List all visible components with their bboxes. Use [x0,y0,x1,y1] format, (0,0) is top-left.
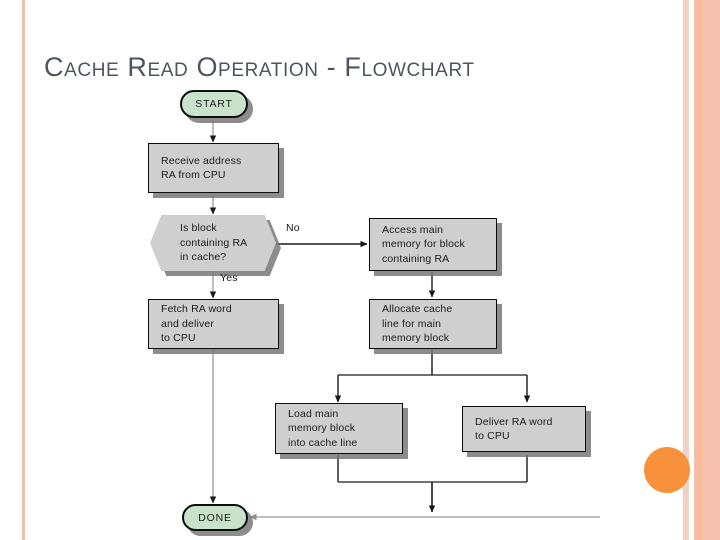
node-done[interactable]: DONE [182,504,248,531]
edge-label-no: No [286,222,300,234]
node-deliver-ra-word-label: Deliver RA word to CPU [475,415,553,443]
right-stripe-2 [694,0,698,540]
node-access-main-memory-label: Access main memory for block containing … [382,223,465,265]
node-access-main-memory[interactable]: Access main memory for block containing … [369,218,497,271]
node-allocate-cache-line[interactable]: Allocate cache line for main memory bloc… [369,299,497,349]
edge-label-yes: Yes [220,272,238,284]
page-title: Cache Read Operation - Flowchart [44,52,475,82]
right-stripe-3 [698,0,703,540]
left-accent-rule [22,0,25,540]
node-decision-label: Is block containing RA in cache? [180,222,248,264]
right-stripe-4 [703,0,720,540]
node-start[interactable]: START [180,90,248,118]
node-load-memory-block[interactable]: Load main memory block into cache line [275,403,403,454]
node-done-label: DONE [198,511,232,524]
node-load-memory-block-label: Load main memory block into cache line [288,407,358,449]
decision-body [150,215,276,271]
orange-dot-decoration [644,447,690,493]
node-deliver-ra-word[interactable]: Deliver RA word to CPU [462,406,586,452]
node-start-label: START [195,98,233,110]
node-receive-address-label: Receive address RA from CPU [161,154,242,182]
node-allocate-cache-line-label: Allocate cache line for main memory bloc… [382,303,453,345]
node-decision-block-in-cache[interactable]: Is block containing RA in cache? [150,215,281,276]
node-fetch-ra-word[interactable]: Fetch RA word and deliver to CPU [148,299,279,349]
node-fetch-ra-word-label: Fetch RA word and deliver to CPU [161,303,232,345]
right-stripe-1 [683,0,689,540]
node-receive-address[interactable]: Receive address RA from CPU [148,143,279,193]
